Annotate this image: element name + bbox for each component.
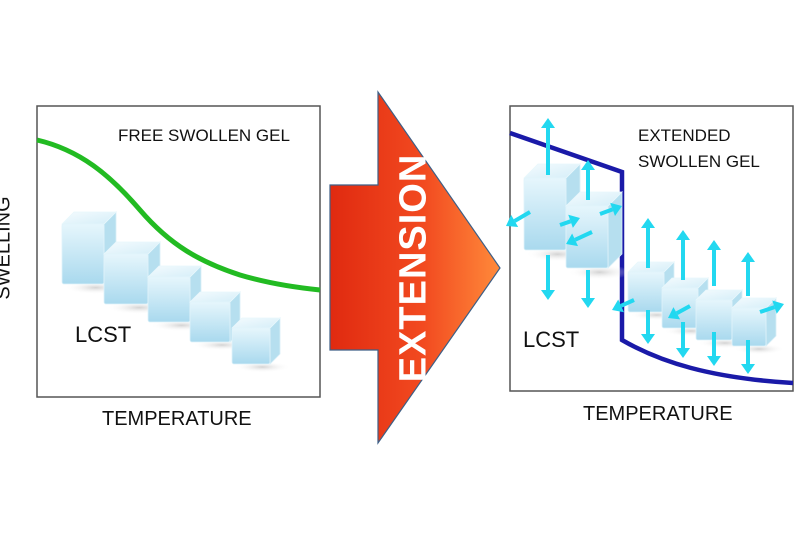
right-panel-title-line2: SWOLLEN GEL (638, 152, 760, 171)
stretch-arrows (506, 118, 784, 374)
stretch-arrow-icon (612, 298, 635, 313)
stretch-arrow-icon (741, 340, 755, 374)
stretch-arrow-icon (541, 255, 555, 300)
stretch-arrow-icon (506, 210, 532, 228)
stretch-arrow-icon (676, 322, 690, 358)
stretch-arrow-icon (581, 270, 595, 308)
stretch-arrow-icon (759, 300, 784, 314)
stretch-arrow-icon (707, 332, 721, 366)
gel-cube (565, 191, 632, 280)
stretch-arrow-icon (641, 310, 655, 344)
left-lcst-label: LCST (75, 322, 132, 347)
extension-label: EXTENSION (392, 153, 435, 383)
left-panel-title: FREE SWOLLEN GEL (118, 126, 290, 145)
gel-cube (189, 291, 252, 351)
right-swelling-curve (509, 130, 794, 386)
stretch-arrow-icon (668, 304, 691, 320)
stretch-arrow-icon (676, 230, 690, 280)
left-panel (36, 105, 321, 398)
stretch-arrow-icon (641, 218, 655, 268)
stretch-arrow-icon (581, 160, 595, 200)
stretch-arrow-icon (599, 202, 622, 216)
gel-cube (231, 317, 291, 373)
left-swelling-curve (36, 137, 321, 293)
y-axis-label: SWELLING (0, 196, 15, 300)
right-panel (506, 105, 794, 392)
stretch-arrow-icon (566, 230, 593, 247)
stretch-arrow-icon (741, 252, 755, 296)
right-panel-title-line1: EXTENDED (638, 126, 731, 145)
stretch-arrow-icon (541, 118, 555, 175)
stretch-arrow-icon (707, 240, 721, 286)
right-x-axis-label: TEMPERATURE (583, 403, 733, 425)
right-lcst-label: LCST (523, 327, 580, 352)
left-gel-cubes (61, 211, 291, 373)
stretch-arrow-icon (559, 214, 580, 228)
extension-arrow (329, 90, 501, 445)
extension-arrow-shape (329, 90, 501, 445)
left-x-axis-label: TEMPERATURE (102, 408, 252, 430)
